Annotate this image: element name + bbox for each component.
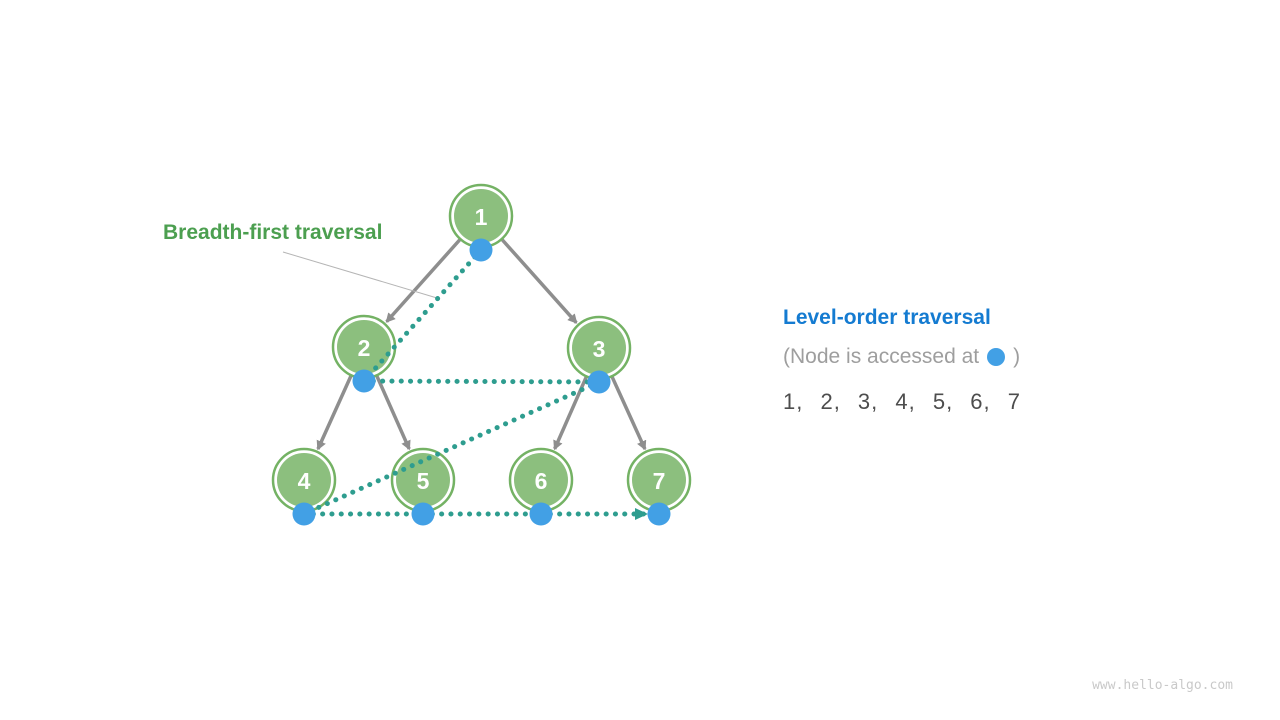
tree-node: 1 [448, 183, 514, 249]
access-dot [292, 502, 316, 526]
tree-node-label: 5 [417, 468, 430, 494]
tree-node: 5 [390, 447, 456, 513]
tree-node-label: 4 [298, 468, 311, 494]
access-dot [411, 502, 435, 526]
access-dots-layer [292, 238, 671, 526]
label-pointer-line [282, 251, 438, 299]
breadth-first-traversal-label: Breadth-first traversal [163, 221, 383, 244]
tree-node: 7 [626, 447, 692, 513]
tree-node: 6 [508, 447, 574, 513]
tree-edge [553, 374, 589, 451]
traversal-sequence: 1, 2, 3, 4, 5, 6, 7 [783, 389, 1021, 414]
tree-node-label: 3 [593, 336, 606, 362]
access-note: (Node is accessed at ) [783, 345, 1020, 369]
access-dot-legend-icon [987, 348, 1006, 366]
access-note-suffix: ) [1013, 345, 1021, 368]
traversal-trail-segment [361, 378, 602, 385]
tree-node-label: 2 [358, 335, 371, 361]
access-note-prefix: (Node is accessed at [783, 345, 980, 368]
tree-node: 2 [331, 314, 397, 380]
access-dot [352, 369, 376, 393]
traversal-trail-segment [361, 247, 484, 384]
tree-node-label: 7 [653, 468, 666, 494]
tree-edge [374, 373, 411, 451]
tree-edge [385, 237, 463, 323]
tree-node-label: 6 [535, 468, 548, 494]
level-order-traversal-label: Level-order traversal [783, 306, 991, 329]
tree-edge [609, 374, 647, 451]
tree-node: 3 [566, 315, 632, 381]
access-dot [647, 502, 671, 526]
traversal-trail-segment [301, 379, 602, 517]
tree-node-label: 1 [475, 204, 488, 230]
watermark-url: www.hello-algo.com [1092, 678, 1233, 693]
access-dot [587, 370, 611, 394]
tree-edge [316, 373, 354, 451]
access-dot [529, 502, 553, 526]
tree-edge [499, 237, 578, 324]
access-dot [469, 238, 493, 262]
traversal-trail-layer [301, 247, 648, 520]
